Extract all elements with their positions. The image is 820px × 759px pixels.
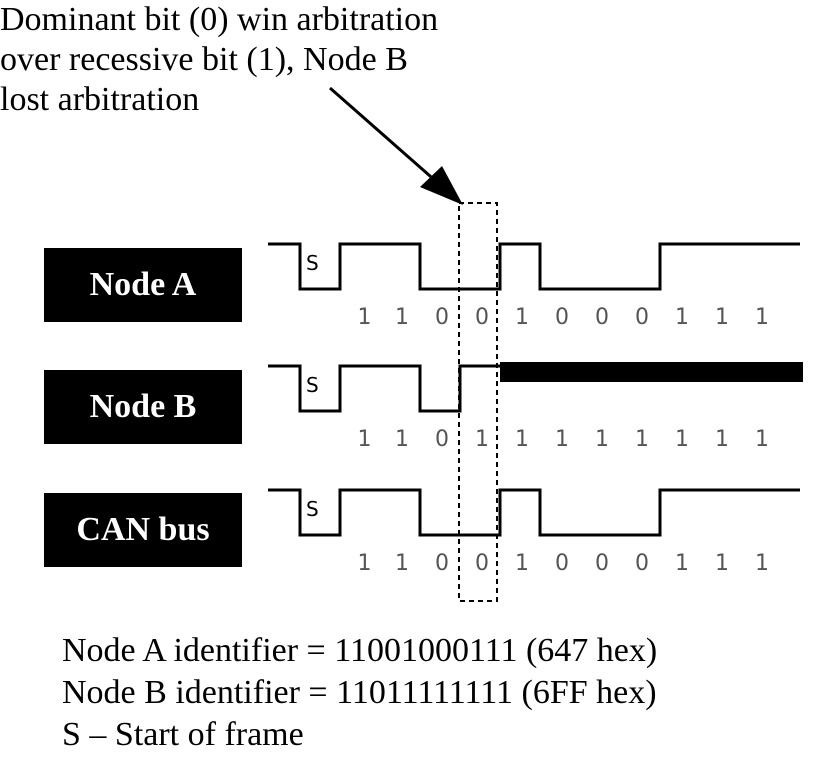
node-b-bit-label: 1 <box>515 427 529 452</box>
node-b-bit-label: 1 <box>675 427 689 452</box>
node-a-bit-label: 0 <box>595 305 609 330</box>
node-b-bit-label: 1 <box>595 427 609 452</box>
can-bus-bit-label: 1 <box>755 551 769 576</box>
node-a-start-of-frame-label: S <box>306 251 319 275</box>
caption-line-3: lost arbitration <box>0 81 200 118</box>
can-bus-label: CAN bus <box>44 493 242 567</box>
can-bus-waveform <box>268 488 800 537</box>
node-b-waveform <box>268 364 500 413</box>
node-a-bit-label: 1 <box>395 305 409 330</box>
node-b-label: Node B <box>44 370 242 444</box>
node-a-bit-label: 1 <box>675 305 689 330</box>
node-a-bit-label: 0 <box>555 305 569 330</box>
node-b-lost-arbitration-bar <box>500 362 803 382</box>
caption-line-2: over recessive bit (1), Node B <box>0 41 408 78</box>
node-a-bit-label: 0 <box>475 305 489 330</box>
node-a-label: Node A <box>44 248 242 322</box>
can-bus-bit-label: 0 <box>555 551 569 576</box>
node-a-bit-label: 1 <box>755 305 769 330</box>
identifier-notes: Node A identifier = 11001000111 (647 hex… <box>62 630 657 756</box>
node-a-bit-label: 1 <box>715 305 729 330</box>
arbitration-bit-highlight <box>458 202 498 602</box>
arbitration-caption: Dominant bit (0) win arbitration over re… <box>0 0 560 120</box>
node-a-bit-label: 0 <box>435 305 449 330</box>
can-bus-bit-label: 1 <box>395 551 409 576</box>
caption-line-1: Dominant bit (0) win arbitration <box>0 1 439 38</box>
can-bus-bit-label: 0 <box>635 551 649 576</box>
can-bus-bit-label: 1 <box>515 551 529 576</box>
can-bus-start-of-frame-label: S <box>306 497 319 521</box>
can-bus-bit-label: 1 <box>715 551 729 576</box>
arrow-head <box>420 166 463 205</box>
can-bus-bit-label: 0 <box>595 551 609 576</box>
can-bus-bit-label: 0 <box>475 551 489 576</box>
can-bus-bit-label: 1 <box>358 551 372 576</box>
node-b-bit-label: 1 <box>635 427 649 452</box>
node-b-bit-label: 1 <box>358 427 372 452</box>
node-b-bit-label: 1 <box>715 427 729 452</box>
node-b-bit-label: 1 <box>395 427 409 452</box>
node-a-waveform <box>268 242 800 291</box>
node-b-bit-label: 1 <box>475 427 489 452</box>
node-b-bit-label: 1 <box>755 427 769 452</box>
start-of-frame-note: S – Start of frame <box>62 716 304 753</box>
node-b-bit-label: 1 <box>555 427 569 452</box>
node-a-bit-label: 1 <box>515 305 529 330</box>
can-bus-bit-label: 1 <box>675 551 689 576</box>
can-bus-bit-label: 0 <box>435 551 449 576</box>
node-a-identifier-note: Node A identifier = 11001000111 (647 hex… <box>62 632 658 669</box>
node-b-start-of-frame-label: S <box>306 373 319 397</box>
node-b-bit-label: 0 <box>435 427 449 452</box>
node-a-bit-label: 0 <box>635 305 649 330</box>
node-a-bit-label: 1 <box>358 305 372 330</box>
node-b-identifier-note: Node B identifier = 11011111111 (6FF hex… <box>62 674 657 711</box>
